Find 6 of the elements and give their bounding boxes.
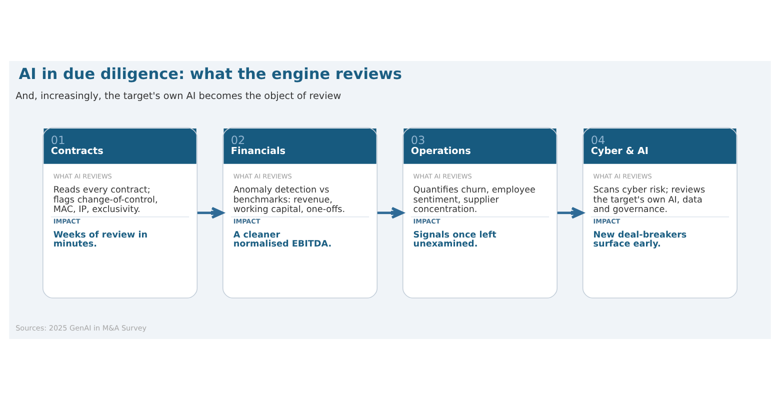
label: Sources: 2025 GenAI in M&A Survey [16, 323, 147, 332]
arrow [197, 206, 224, 219]
arrow [377, 206, 404, 219]
arrow [557, 206, 584, 219]
diagram-title: AI in due diligence: what the engine reviews [18, 64, 402, 83]
label: And, increasingly, the target's own AI becomes the object of review [16, 90, 342, 102]
